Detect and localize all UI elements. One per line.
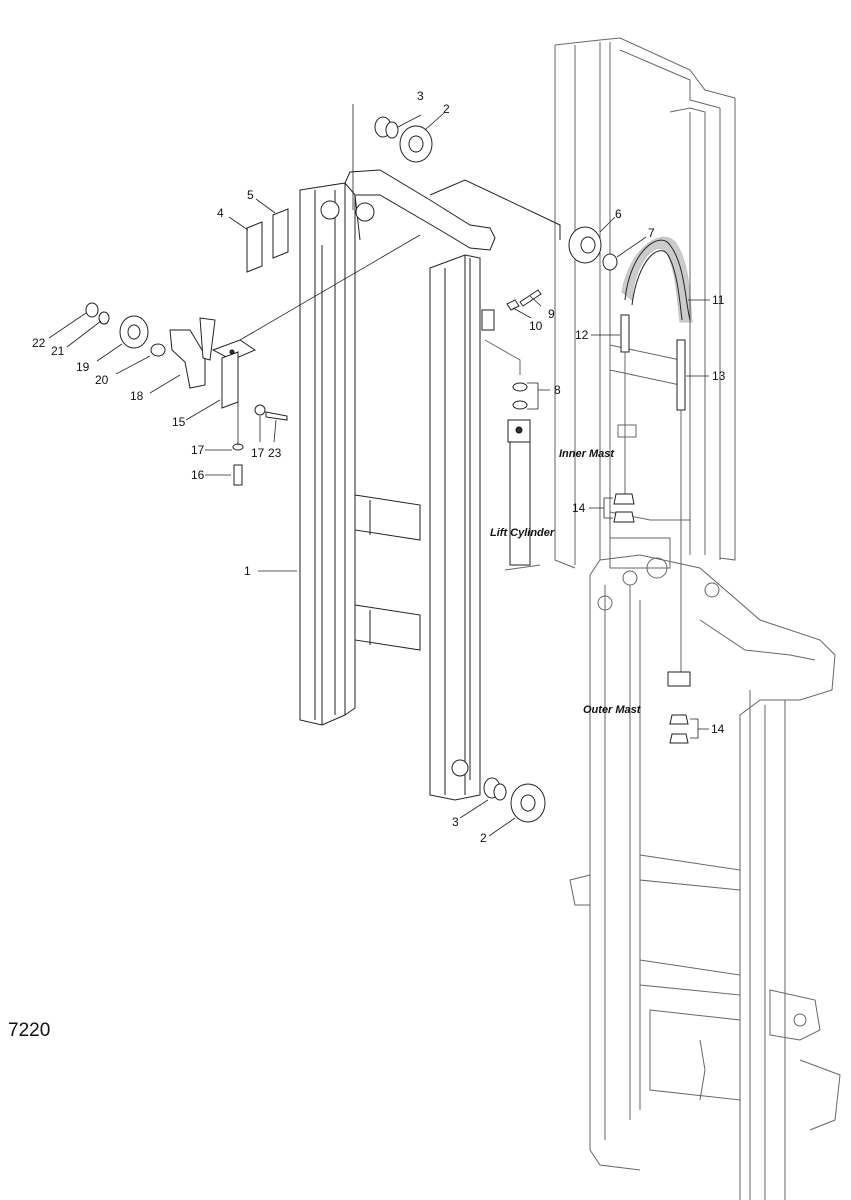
callout-19: 19 (76, 360, 90, 374)
assembly-labels: Inner Mast Outer Mast Lift Cylinder (490, 448, 642, 716)
callout-3-bottom: 3 (452, 815, 459, 829)
side-roller-18-22 (85, 302, 216, 389)
bolts-16-17-23 (232, 404, 288, 486)
washers-8 (512, 382, 528, 410)
callout-21: 21 (51, 344, 65, 358)
chain-anchors-12-13 (620, 314, 691, 687)
callout-9: 9 (548, 307, 555, 321)
callout-16: 16 (191, 468, 205, 482)
callout-17-right: 17 (251, 446, 265, 460)
lift-cylinder (484, 339, 541, 571)
lift-cylinder-label: Lift Cylinder (490, 527, 555, 539)
outer-mast (569, 537, 841, 1200)
callout-3-top: 3 (417, 89, 424, 103)
callout-22: 22 (32, 336, 46, 350)
callout-14-upper: 14 (572, 501, 586, 515)
callout-11: 11 (712, 293, 725, 307)
callout-14-lower: 14 (711, 722, 725, 736)
shim-plates-4-5 (246, 208, 289, 273)
callout-labels: 1 2 3 2 3 4 5 6 7 8 9 10 11 12 13 14 14 … (32, 89, 726, 845)
nuts-14-upper (613, 493, 635, 523)
figure-code: 7220 (8, 1020, 50, 1041)
callout-2-top: 2 (443, 102, 450, 116)
callout-5: 5 (247, 188, 254, 202)
nuts-14-lower (669, 714, 689, 744)
callout-7: 7 (648, 226, 655, 240)
callout-2-bottom: 2 (480, 831, 487, 845)
side-roller-6-7 (568, 226, 618, 271)
callout-20: 20 (95, 373, 109, 387)
callout-8: 8 (554, 383, 561, 397)
callout-13: 13 (712, 369, 726, 383)
callout-17-left: 17 (191, 443, 205, 457)
inner-mast-label: Inner Mast (559, 448, 615, 460)
inner-mast (554, 37, 736, 569)
callout-10: 10 (529, 319, 543, 333)
callout-23: 23 (268, 446, 282, 460)
callout-18: 18 (130, 389, 144, 403)
callout-6: 6 (615, 207, 622, 221)
outer-mast-label: Outer Mast (583, 704, 642, 716)
callout-4: 4 (217, 206, 224, 220)
callout-12: 12 (575, 328, 589, 342)
mast-channel-part-1 (299, 169, 561, 801)
callout-15: 15 (172, 415, 186, 429)
bolt-9-nut-10 (506, 289, 542, 311)
callout-1: 1 (244, 564, 251, 578)
leader-lines (48, 104, 710, 837)
chain-11 (621, 236, 693, 323)
bracket-15 (211, 339, 257, 409)
roller-2-3-top (374, 116, 433, 163)
roller-2-3-bottom (483, 777, 546, 823)
